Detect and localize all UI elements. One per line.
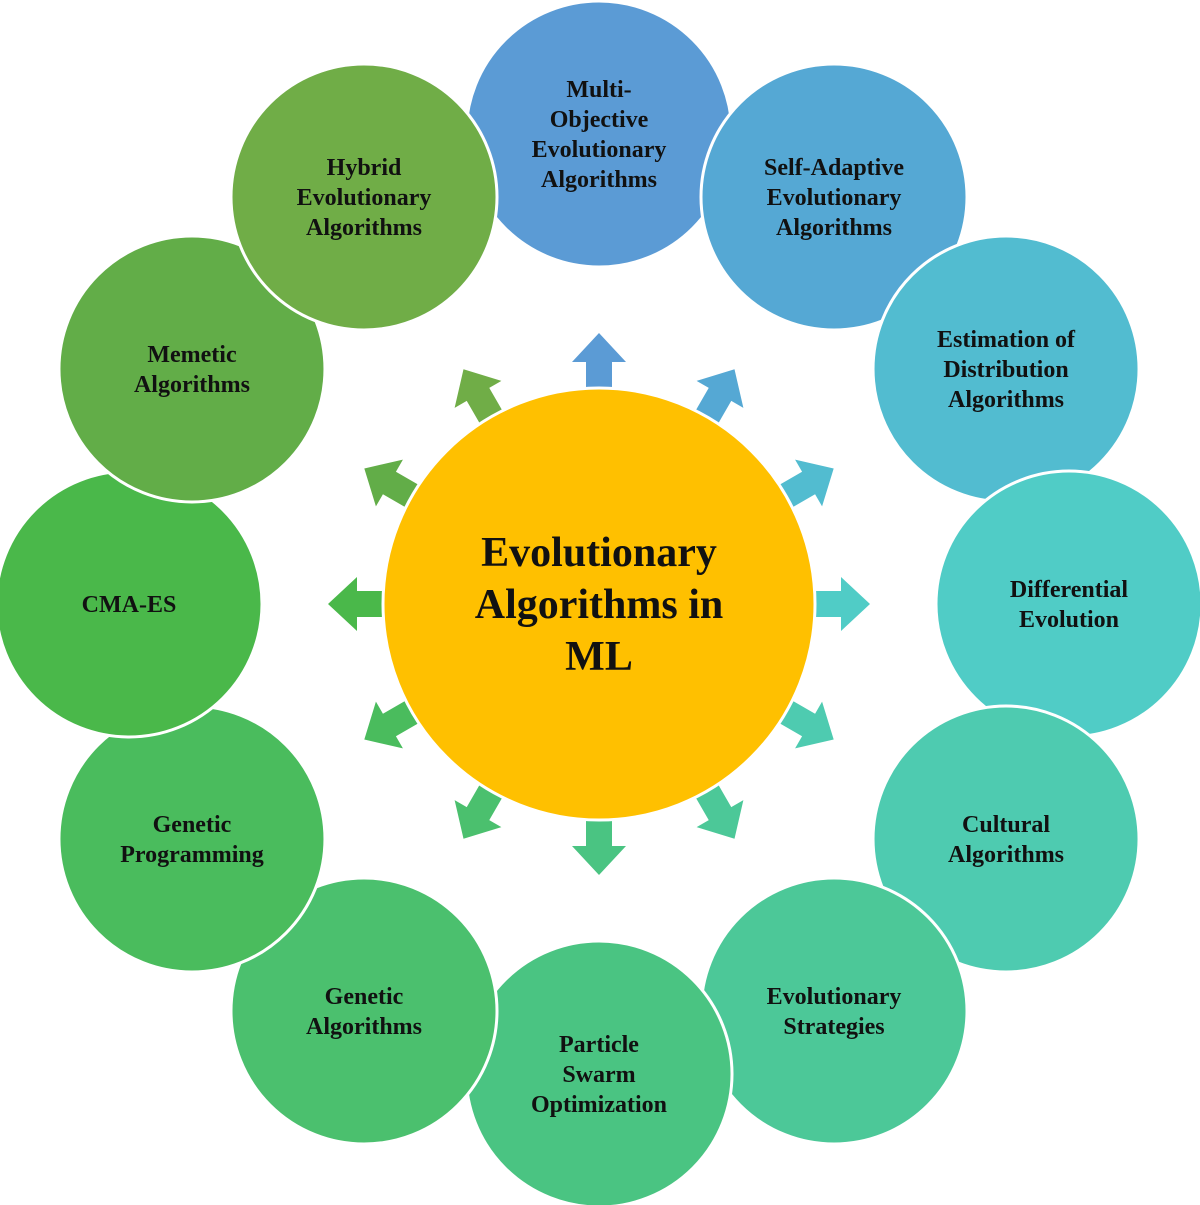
node-label-line: Hybrid xyxy=(327,155,402,181)
node-circle xyxy=(699,876,969,1146)
node-circle xyxy=(57,234,327,504)
arrow-to-differential-evolution xyxy=(812,577,870,631)
node-cma-es: CMA-ES xyxy=(0,469,264,739)
node-label-line: Algorithms xyxy=(306,1014,422,1040)
node-label: CMA-ES xyxy=(82,592,177,618)
arrow-to-memetic-algorithms xyxy=(364,459,422,509)
arrows-layer xyxy=(328,333,870,875)
arrow-to-estimation-of-distribution xyxy=(776,459,834,509)
node-label-line: Differential xyxy=(1010,577,1129,603)
arrow-to-evolutionary-strategies xyxy=(694,781,744,839)
node-label-line: Optimization xyxy=(531,1092,667,1118)
node-circle xyxy=(229,62,499,332)
node-label-line: Distribution xyxy=(943,357,1068,383)
node-circle xyxy=(57,704,327,974)
node-circle xyxy=(699,62,969,332)
arrow-to-multi-objective xyxy=(572,333,626,391)
node-label-line: Algorithms xyxy=(306,215,422,241)
node-label-line: Programming xyxy=(120,842,264,868)
center-label-line: Algorithms in xyxy=(475,582,724,628)
node-label-line: CMA-ES xyxy=(82,592,177,618)
node-label-line: Memetic xyxy=(147,342,237,368)
node-label-line: Algorithms xyxy=(776,215,892,241)
arrow-to-hybrid-evolutionary-algorithms xyxy=(454,369,504,427)
arrow-to-cultural-algorithms xyxy=(776,699,834,749)
node-label-line: Swarm xyxy=(562,1062,635,1088)
arrow-to-self-adaptive xyxy=(694,369,744,427)
node-label-line: Algorithms xyxy=(134,372,250,398)
node-circle xyxy=(934,469,1200,739)
node-circle xyxy=(464,0,734,269)
node-label-line: Cultural xyxy=(962,812,1050,838)
node-label-line: Evolutionary xyxy=(532,137,667,163)
center-circle xyxy=(381,386,817,822)
arrow-to-genetic-algorithms xyxy=(454,781,504,839)
node-label-line: Genetic xyxy=(153,812,232,838)
node-label-line: Self-Adaptive xyxy=(764,155,904,181)
node-label-line: Evolutionary xyxy=(297,185,432,211)
node-label-line: Evolution xyxy=(1019,607,1119,633)
center-label-line: ML xyxy=(565,634,633,680)
node-label-line: Estimation of xyxy=(937,327,1076,353)
arrow-to-particle-swarm-optimization xyxy=(572,817,626,875)
node-label-line: Objective xyxy=(550,107,649,133)
node-label-line: Algorithms xyxy=(948,387,1064,413)
node-label-line: Evolutionary xyxy=(767,185,902,211)
node-label-line: Algorithms xyxy=(948,842,1064,868)
arrow-to-cma-es xyxy=(328,577,386,631)
node-label-line: Genetic xyxy=(325,984,404,1010)
node-label-line: Particle xyxy=(559,1032,639,1058)
node-label-line: Algorithms xyxy=(541,167,657,193)
node-circle xyxy=(229,876,499,1146)
arrow-to-genetic-programming xyxy=(364,699,422,749)
node-label-line: Multi- xyxy=(566,77,631,103)
center-label-line: Evolutionary xyxy=(481,530,717,576)
node-label-line: Strategies xyxy=(783,1014,884,1040)
node-label-line: Evolutionary xyxy=(767,984,902,1010)
node-circle xyxy=(871,704,1141,974)
